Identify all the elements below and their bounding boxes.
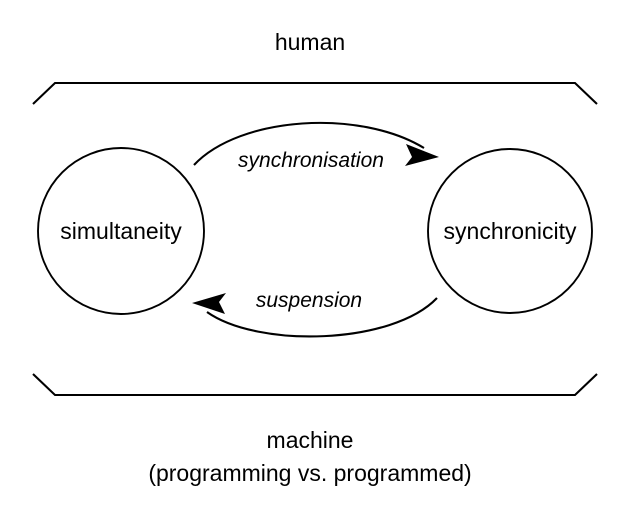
top-bracket: [32, 81, 598, 105]
label-machine: machine: [267, 427, 354, 453]
node-synchronicity-circle[interactable]: [427, 148, 593, 314]
edge-suspension-label: suspension: [256, 289, 362, 312]
label-machine-parenthetical: (programming vs. programmed): [148, 460, 471, 486]
node-synchronicity-label: synchronicity: [444, 218, 577, 244]
edge-synchronisation-arrowhead: [405, 144, 439, 166]
node-simultaneity-label: simultaneity: [60, 218, 182, 244]
edge-synchronisation-label: synchronisation: [238, 149, 384, 172]
edge-synchronisation-line: [193, 121, 425, 166]
edge-suspension-line: [206, 297, 438, 338]
edge-suspension-arrowhead: [192, 293, 226, 314]
label-human: human: [275, 29, 345, 55]
bottom-bracket: [32, 373, 598, 397]
node-simultaneity-circle[interactable]: [37, 147, 205, 315]
